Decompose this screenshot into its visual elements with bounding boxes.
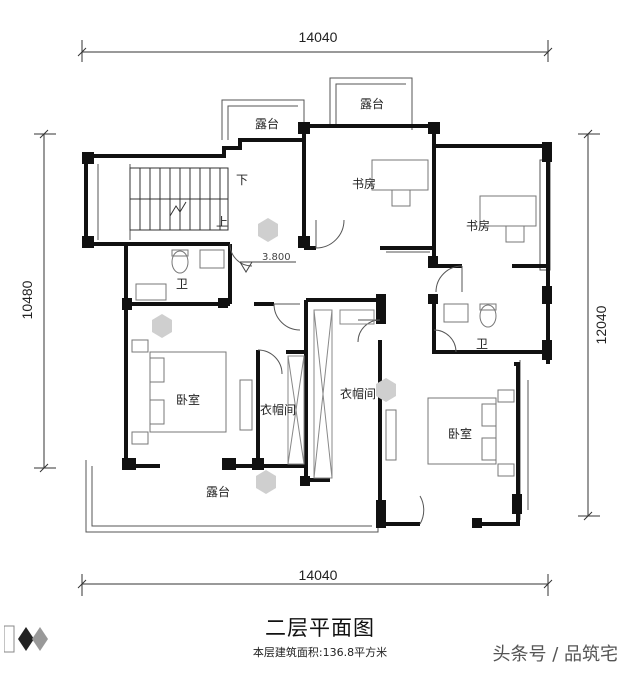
stair-up-label: 上 [216, 215, 228, 229]
room-study-2: 书房 [466, 218, 490, 233]
elevation-label: 3.800 [262, 252, 291, 263]
furniture [131, 159, 537, 477]
wardrobe-hatching [287, 309, 375, 479]
room-bath-left: 卫 [176, 277, 188, 291]
dim-bottom: 14040 [299, 567, 338, 583]
room-bedroom-right: 卧室 [448, 426, 472, 441]
room-bedroom-left: 卧室 [176, 392, 200, 407]
room-closet-left: 衣帽间 [260, 402, 296, 417]
stair-down-label: 下 [236, 173, 248, 187]
room-study-1: 书房 [352, 176, 376, 191]
columns [82, 122, 552, 528]
room-bath-right: 卫 [476, 337, 488, 351]
room-terrace-top-right: 露台 [360, 96, 384, 111]
dim-left: 10480 [19, 280, 35, 319]
dim-top: 14040 [299, 29, 338, 45]
doors [229, 219, 463, 525]
dim-right: 12040 [593, 305, 609, 344]
elevation-marker [239, 261, 296, 273]
brand-logo [4, 625, 48, 653]
dimension-lines [34, 40, 600, 596]
staircase [129, 167, 229, 231]
source-watermark: 头条号 / 品筑宅 [492, 644, 618, 665]
room-closet-right: 衣帽间 [340, 386, 376, 401]
floor-plan: 14040 14040 10480 12040 [19, 29, 609, 596]
plan-area: 本层建筑面积:136.8平方米 [252, 646, 388, 659]
room-terrace-top-left: 露台 [255, 116, 279, 131]
watermark-logos [152, 218, 396, 494]
plan-title: 二层平面图 [265, 616, 375, 640]
room-terrace-bottom: 露台 [206, 484, 230, 499]
